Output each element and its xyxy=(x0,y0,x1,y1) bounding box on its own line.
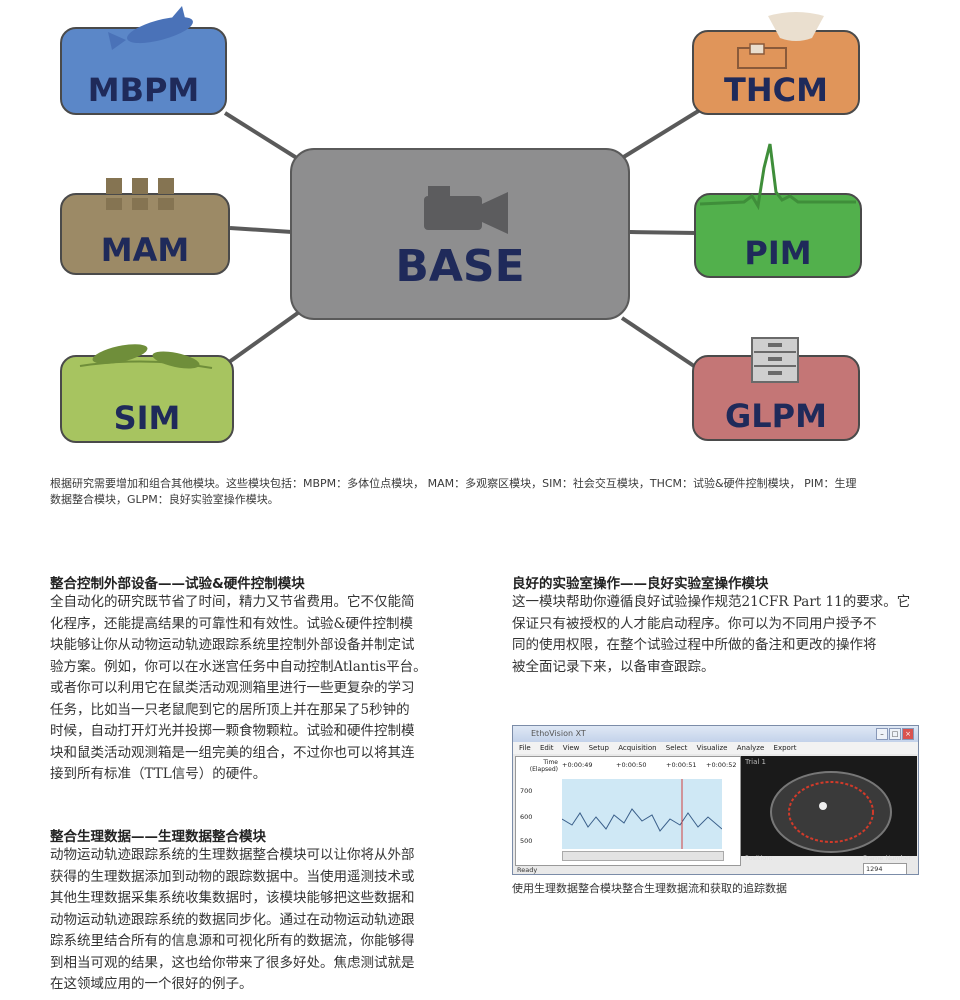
module-thcm: THCM xyxy=(692,30,860,115)
thcm-line: 化程序，还能提高结果的可靠性和有效性。试验&硬件控制模 xyxy=(50,615,414,632)
thcm-label: THCM xyxy=(724,71,828,109)
thcm-section-body: 全自动化的研究既节省了时间，精力又节省费用。它不仅能简 化程序，还能提高结果的可… xyxy=(50,592,470,786)
time-tick: +0:00:52 xyxy=(706,761,737,769)
thcm-line: 任务，比如当一只老鼠爬到它的居所顶上并在那呆了5秒钟的 xyxy=(50,701,410,718)
thcm-line: 时候，自动打开灯光并投掷一颗食物颗粒。试验和硬件控制模 xyxy=(50,723,415,739)
base-label: BASE xyxy=(395,241,525,292)
status-bar: Ready xyxy=(517,866,538,874)
thcm-line: 块和鼠类活动观测箱是一组完美的组合，不过你也可以将其连 xyxy=(50,744,415,761)
lamp-device-icon xyxy=(737,12,824,69)
connector-mbpm xyxy=(223,111,302,162)
signal-trace xyxy=(561,779,723,849)
pim-line: 踪系统里结合所有的信息源和可视化所有的数据流，你能够得 xyxy=(50,933,415,949)
sim-label: SIM xyxy=(113,399,181,437)
module-sim: SIM xyxy=(60,355,234,443)
menu-export[interactable]: Export xyxy=(773,744,797,752)
caption-line-1: 根据研究需要增加和组合其他模块。这些模块包括：MBPM：多体位点模块， MAM：… xyxy=(50,477,857,490)
camera-icon xyxy=(424,186,508,234)
pim-section-title: 整合生理数据——生理数据整合模块 xyxy=(50,829,266,845)
pim-line: 在这领域应用的一个很好的例子。 xyxy=(50,976,253,992)
trial-label: Trial 1 xyxy=(745,758,766,766)
time-tick: +0:00:51 xyxy=(666,761,697,769)
minimize-icon[interactable]: – xyxy=(876,728,888,740)
glpm-section-body: 这一模块帮助你遵循良好试验操作规范21CFR Part 11的要求。它 保证只有… xyxy=(512,592,932,678)
pim-line: 其他生理数据采集系统收集数据时，该模块能够把这些数据和 xyxy=(50,890,415,906)
menu-file[interactable]: File xyxy=(519,744,531,752)
video-panel: Trial 1 xyxy=(741,756,917,856)
fish-icon xyxy=(108,6,193,50)
arena-tracking-image xyxy=(770,771,892,853)
time-tick: +0:00:50 xyxy=(616,761,647,769)
caption-line-2: 数据整合模块，GLPM：良好实验室操作模块。 xyxy=(50,493,279,506)
pim-line: 动物运动轨迹跟踪系统的生理数据整合模块可以让你将从外部 xyxy=(50,847,415,863)
y-tick: 500 xyxy=(520,837,533,845)
y-tick: 700 xyxy=(520,787,533,795)
menu-setup[interactable]: Setup xyxy=(588,744,609,752)
screenshot-caption: 使用生理数据整合模块整合生理数据流和获取的追踪数据 xyxy=(512,882,787,895)
window-titlebar: EthoVision XT – □ × xyxy=(513,726,918,742)
menu-bar: File Edit View Setup Acquisition Select … xyxy=(513,742,918,754)
menu-edit[interactable]: Edit xyxy=(539,744,554,752)
module-glpm: GLPM xyxy=(692,355,860,441)
thcm-line: 块能够让你从动物运动轨迹跟踪系统里控制外部设备并制定试 xyxy=(50,637,415,653)
time-header: Time (Elapsed) xyxy=(529,759,558,773)
thcm-line: 或者你可以利用它在鼠类活动观测箱里进行一些更复杂的学习 xyxy=(50,680,415,696)
menu-select[interactable]: Select xyxy=(665,744,688,752)
glpm-section-title: 良好的实验室操作——良好实验室操作模块 xyxy=(512,576,769,592)
position-label: Position: xyxy=(745,854,773,862)
maximize-icon[interactable]: □ xyxy=(889,728,901,740)
glpm-line: 同的使用权限，在整个试验过程中所做的备注和更改的操作将 xyxy=(512,637,877,653)
connector-pim xyxy=(629,230,698,235)
connector-thcm xyxy=(620,108,702,160)
menu-view[interactable]: View xyxy=(562,744,580,752)
glpm-line: 保证只有被授权的人才能启动程序。你可以为不同用户授予不 xyxy=(512,615,877,632)
filing-cabinet-icon xyxy=(751,337,799,383)
mam-label: MAM xyxy=(100,231,190,269)
connector-mam xyxy=(229,226,293,234)
data-panel: Time (Elapsed) +0:00:49 +0:00:50 +0:00:5… xyxy=(515,756,741,866)
glpm-line: 这一模块帮助你遵循良好试验操作规范21CFR Part 11的要求。它 xyxy=(512,594,911,610)
frame-number-label: Frame Number xyxy=(863,854,912,862)
close-icon[interactable]: × xyxy=(902,728,914,740)
thcm-line: 全自动化的研究既节省了时间，精力又节省费用。它不仅能简 xyxy=(50,594,415,610)
module-mbpm: MBPM xyxy=(60,27,227,115)
arenas-icon xyxy=(106,178,174,210)
horizontal-scrollbar[interactable] xyxy=(562,851,724,861)
thcm-line: 接到所有标准（TTL信号）的硬件。 xyxy=(50,766,267,782)
thcm-line: 验方案。例如，你可以在水迷宫任务中自动控制Atlantis平台。 xyxy=(50,658,427,675)
y-tick: 600 xyxy=(520,813,533,821)
module-diagram: BASE MBPM MAM SIM THCM PIM xyxy=(0,0,960,470)
menu-acquisition[interactable]: Acquisition xyxy=(618,744,657,752)
thcm-section-title: 整合控制外部设备——试验&硬件控制模块 xyxy=(50,576,305,592)
time-tick: +0:00:49 xyxy=(562,761,593,769)
rodents-icon xyxy=(79,344,213,369)
window-title: EthoVision XT xyxy=(531,729,586,738)
connector-glpm xyxy=(620,316,702,372)
pim-section-body: 动物运动轨迹跟踪系统的生理数据整合模块可以让你将从外部 获得的生理数据添加到动物… xyxy=(50,845,470,996)
signal-plot xyxy=(561,779,723,849)
mbpm-label: MBPM xyxy=(87,71,200,109)
pim-label: PIM xyxy=(744,234,812,272)
pim-line: 到相当可观的结果，这也给你带来了很多好处。焦虑测试就是 xyxy=(50,954,415,971)
glpm-line: 被全面记录下来，以备审查跟踪。 xyxy=(512,658,715,675)
frame-number-field[interactable]: 1294 xyxy=(863,863,907,874)
base-box: BASE xyxy=(290,148,630,320)
pim-line: 获得的生理数据添加到动物的跟踪数据中。当使用遥测技术或 xyxy=(50,868,415,885)
heartbeat-icon xyxy=(699,143,856,210)
connector-lines xyxy=(223,108,702,372)
ethovision-screenshot: EthoVision XT – □ × File Edit View Setup… xyxy=(512,725,919,875)
pim-line: 动物运动轨迹跟踪系统的数据同步化。通过在动物运动轨迹跟 xyxy=(50,911,415,928)
glpm-label: GLPM xyxy=(725,397,827,435)
menu-visualize[interactable]: Visualize xyxy=(696,744,728,752)
connector-sim xyxy=(223,308,304,367)
diagram-caption: 根据研究需要增加和组合其他模块。这些模块包括：MBPM：多体位点模块， MAM：… xyxy=(50,476,930,508)
menu-analyze[interactable]: Analyze xyxy=(736,744,765,752)
